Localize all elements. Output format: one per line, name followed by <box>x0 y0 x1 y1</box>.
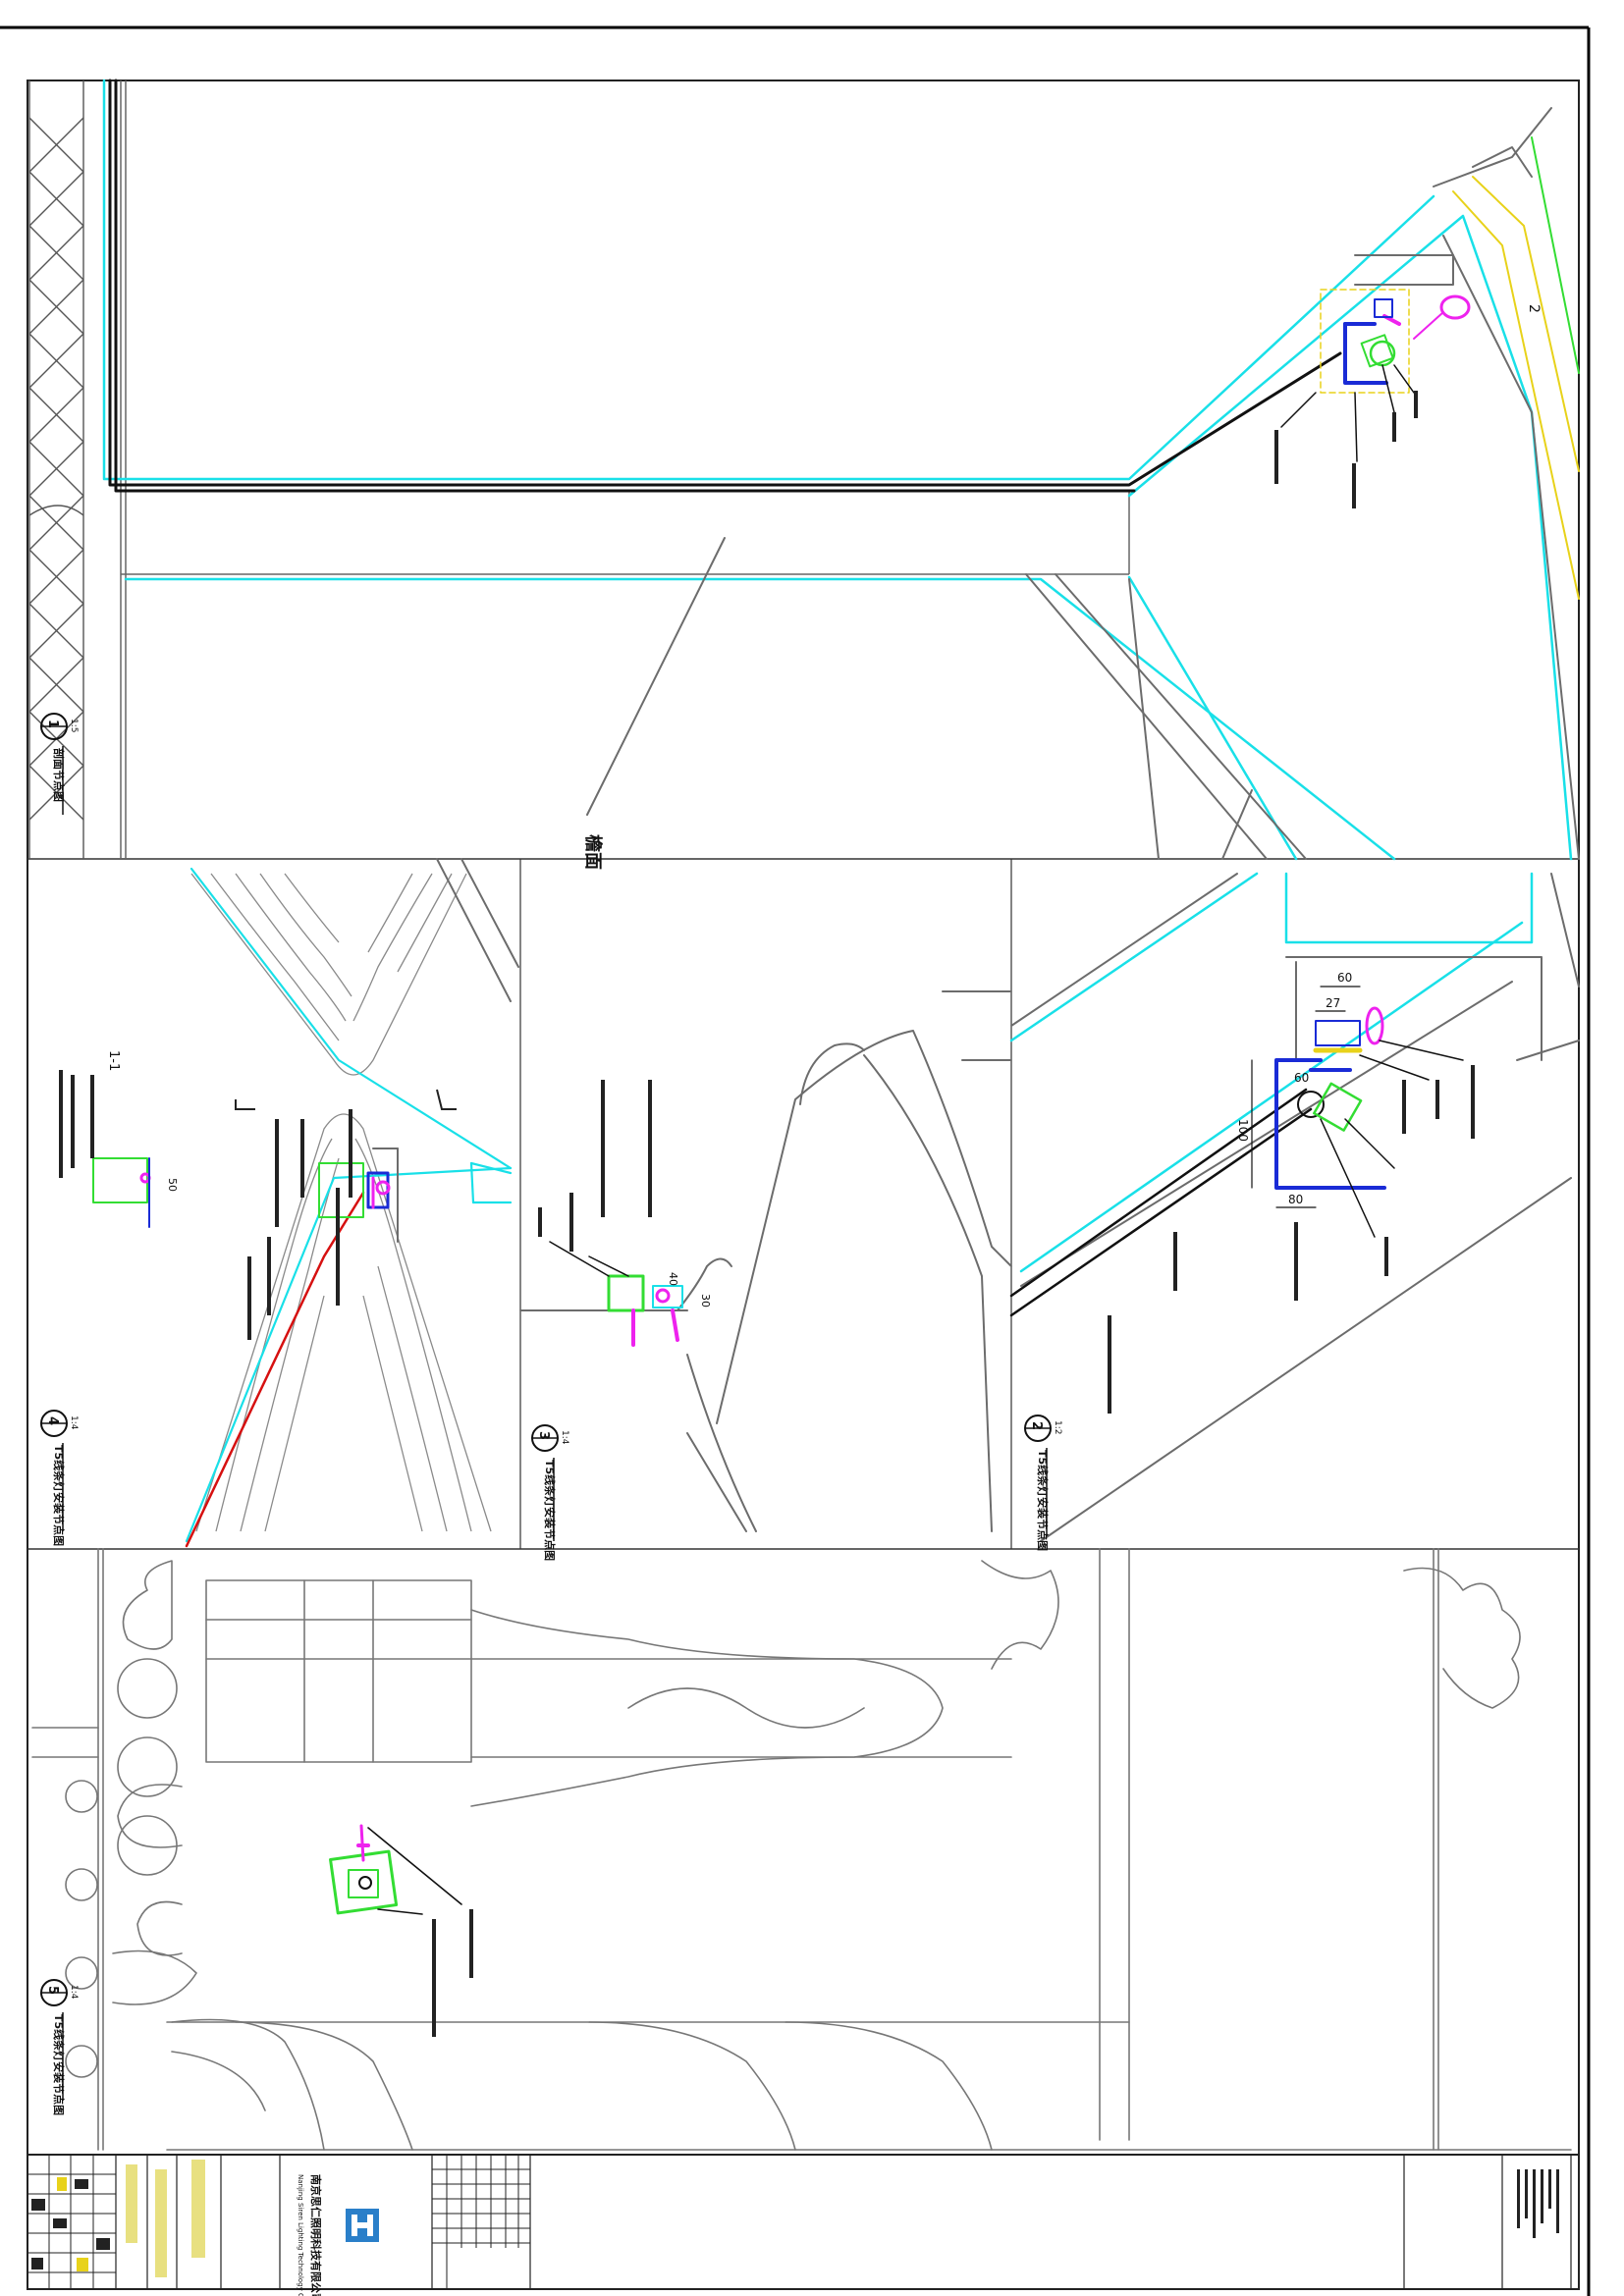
detail-marker-4: 4 1:4 T5线条灯安装节点图 <box>40 1410 79 1546</box>
detail-3-dim-2: 30 <box>699 1294 712 1308</box>
detail-1-scale: 1:5 <box>69 719 79 732</box>
detail-4-section-mark: 1-1 <box>106 1050 121 1071</box>
detail-3-scale: 1:4 <box>560 1430 569 1445</box>
lamp-bracket-detail-1 <box>1320 289 1471 394</box>
detail-4-drawing: 1-1 50 <box>59 858 519 1548</box>
detail-4-scale: 1:4 <box>69 1415 79 1430</box>
roof-tile-pattern <box>190 873 492 1532</box>
detail-5-title: T5线条灯安装节点图 <box>52 2014 66 2115</box>
detail-marker-2: 2 1:2 T5线条灯安装节点图 <box>1024 1415 1062 1551</box>
detail-2-dim-1: 60 <box>1337 971 1352 985</box>
detail-2-dim-3: 100 <box>1236 1119 1250 1142</box>
detail-4-title: T5线条灯安装节点图 <box>52 1445 66 1546</box>
detail-1-number: 1 <box>45 720 60 728</box>
company-logo <box>346 2209 379 2242</box>
detail-marker-1: 1 1:5 剖面节点图 <box>40 713 79 815</box>
detail-4-dim: 50 <box>166 1178 179 1192</box>
detail-1-title: 剖面节点图 <box>52 748 66 802</box>
wall-hatching <box>28 80 84 859</box>
detail-3-dim-1: 40 <box>667 1272 679 1286</box>
detail-marker-3: 3 1:4 T5线条灯安装节点图 <box>531 1424 569 1561</box>
sheet-frame <box>0 26 1591 2296</box>
detail-5-scale: 1:4 <box>69 1985 79 2000</box>
company-name-en: Nanjing Siren Lighting Technology Co., L… <box>297 2174 304 2296</box>
detail-3-number: 3 <box>536 1431 551 1440</box>
detail-5-drawing <box>31 1548 1572 2151</box>
detail-2-dim-4: 80 <box>1288 1193 1303 1206</box>
detail-2-dim-2: 27 <box>1326 996 1340 1010</box>
detail-2-title: T5线条灯安装节点图 <box>1036 1450 1050 1551</box>
detail-1-marker: 2 <box>1526 304 1542 313</box>
detail-2-dim-5: 60 <box>1294 1071 1309 1085</box>
lamp-bracket-detail-2 <box>1274 1006 1464 1238</box>
title-block: 南京思仁照明科技有限公司 Nanjing Siren Lighting Tech… <box>27 2154 1580 2296</box>
detail-2-scale: 1:2 <box>1053 1420 1062 1434</box>
detail-2-drawing: 60 27 100 80 60 <box>1009 872 1580 1542</box>
detail-4-number: 4 <box>45 1416 60 1425</box>
detail-3-title: T5线条灯安装节点图 <box>543 1460 557 1561</box>
detail-2-number: 2 <box>1029 1421 1044 1430</box>
company-name: 南京思仁照明科技有限公司 <box>309 2174 323 2296</box>
detail-3-drawing: 40 30 <box>519 990 1012 1532</box>
detail-1-section-drawing: 檐面 2 <box>28 79 1580 870</box>
detail-marker-5: 5 1:4 T5线条灯安装节点图 <box>40 1979 79 2115</box>
detail-5-number: 5 <box>45 1986 60 1995</box>
detail-1-material-label: 檐面 <box>582 834 604 870</box>
